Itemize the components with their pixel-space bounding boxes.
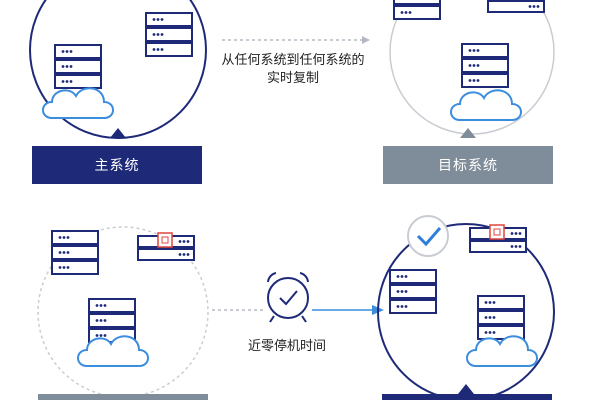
server-icon (393, 0, 441, 20)
primary-system-group (29, 0, 207, 139)
downtime-note: 近零停机时间 (247, 339, 326, 354)
primary-system-pointer (110, 128, 126, 138)
server-icon (51, 230, 99, 275)
checkmark-icon (407, 215, 449, 257)
appliance-icon (137, 232, 195, 261)
target-circle-bottom (377, 223, 555, 400)
target-system-pointer (460, 128, 476, 138)
server-icon (145, 12, 193, 57)
server-icon (461, 43, 509, 88)
cloud-icon (466, 335, 538, 367)
primary-system-bar (32, 146, 202, 184)
appliance-icon (487, 0, 545, 13)
appliance-icon (469, 224, 527, 253)
replication-note-line1: 从任何系统到任何系统的 (221, 53, 365, 68)
target-pointer-bottom (458, 384, 474, 394)
server-icon (389, 269, 437, 314)
cloud-icon (450, 89, 522, 121)
target-group-bottom (377, 215, 555, 400)
source-group-bottom (37, 226, 209, 398)
server-icon (88, 298, 136, 343)
check-mark-path (416, 227, 442, 247)
target-system-bar (383, 146, 553, 184)
replication-note: 从任何系统到任何系统的 实时复制 (208, 52, 378, 88)
alarm-clock-icon (267, 272, 309, 323)
replication-arrowhead (362, 36, 370, 44)
source-bar-bottom (38, 394, 208, 400)
primary-system-label: 主系统 (94, 158, 140, 174)
target-system-label: 目标系统 (438, 158, 498, 174)
server-icon (477, 295, 525, 340)
replication-note-line2: 实时复制 (266, 71, 319, 86)
target-bar-bottom (382, 394, 552, 400)
cloud-icon (42, 87, 114, 119)
target-system-group (389, 0, 555, 135)
server-icon (54, 44, 102, 89)
